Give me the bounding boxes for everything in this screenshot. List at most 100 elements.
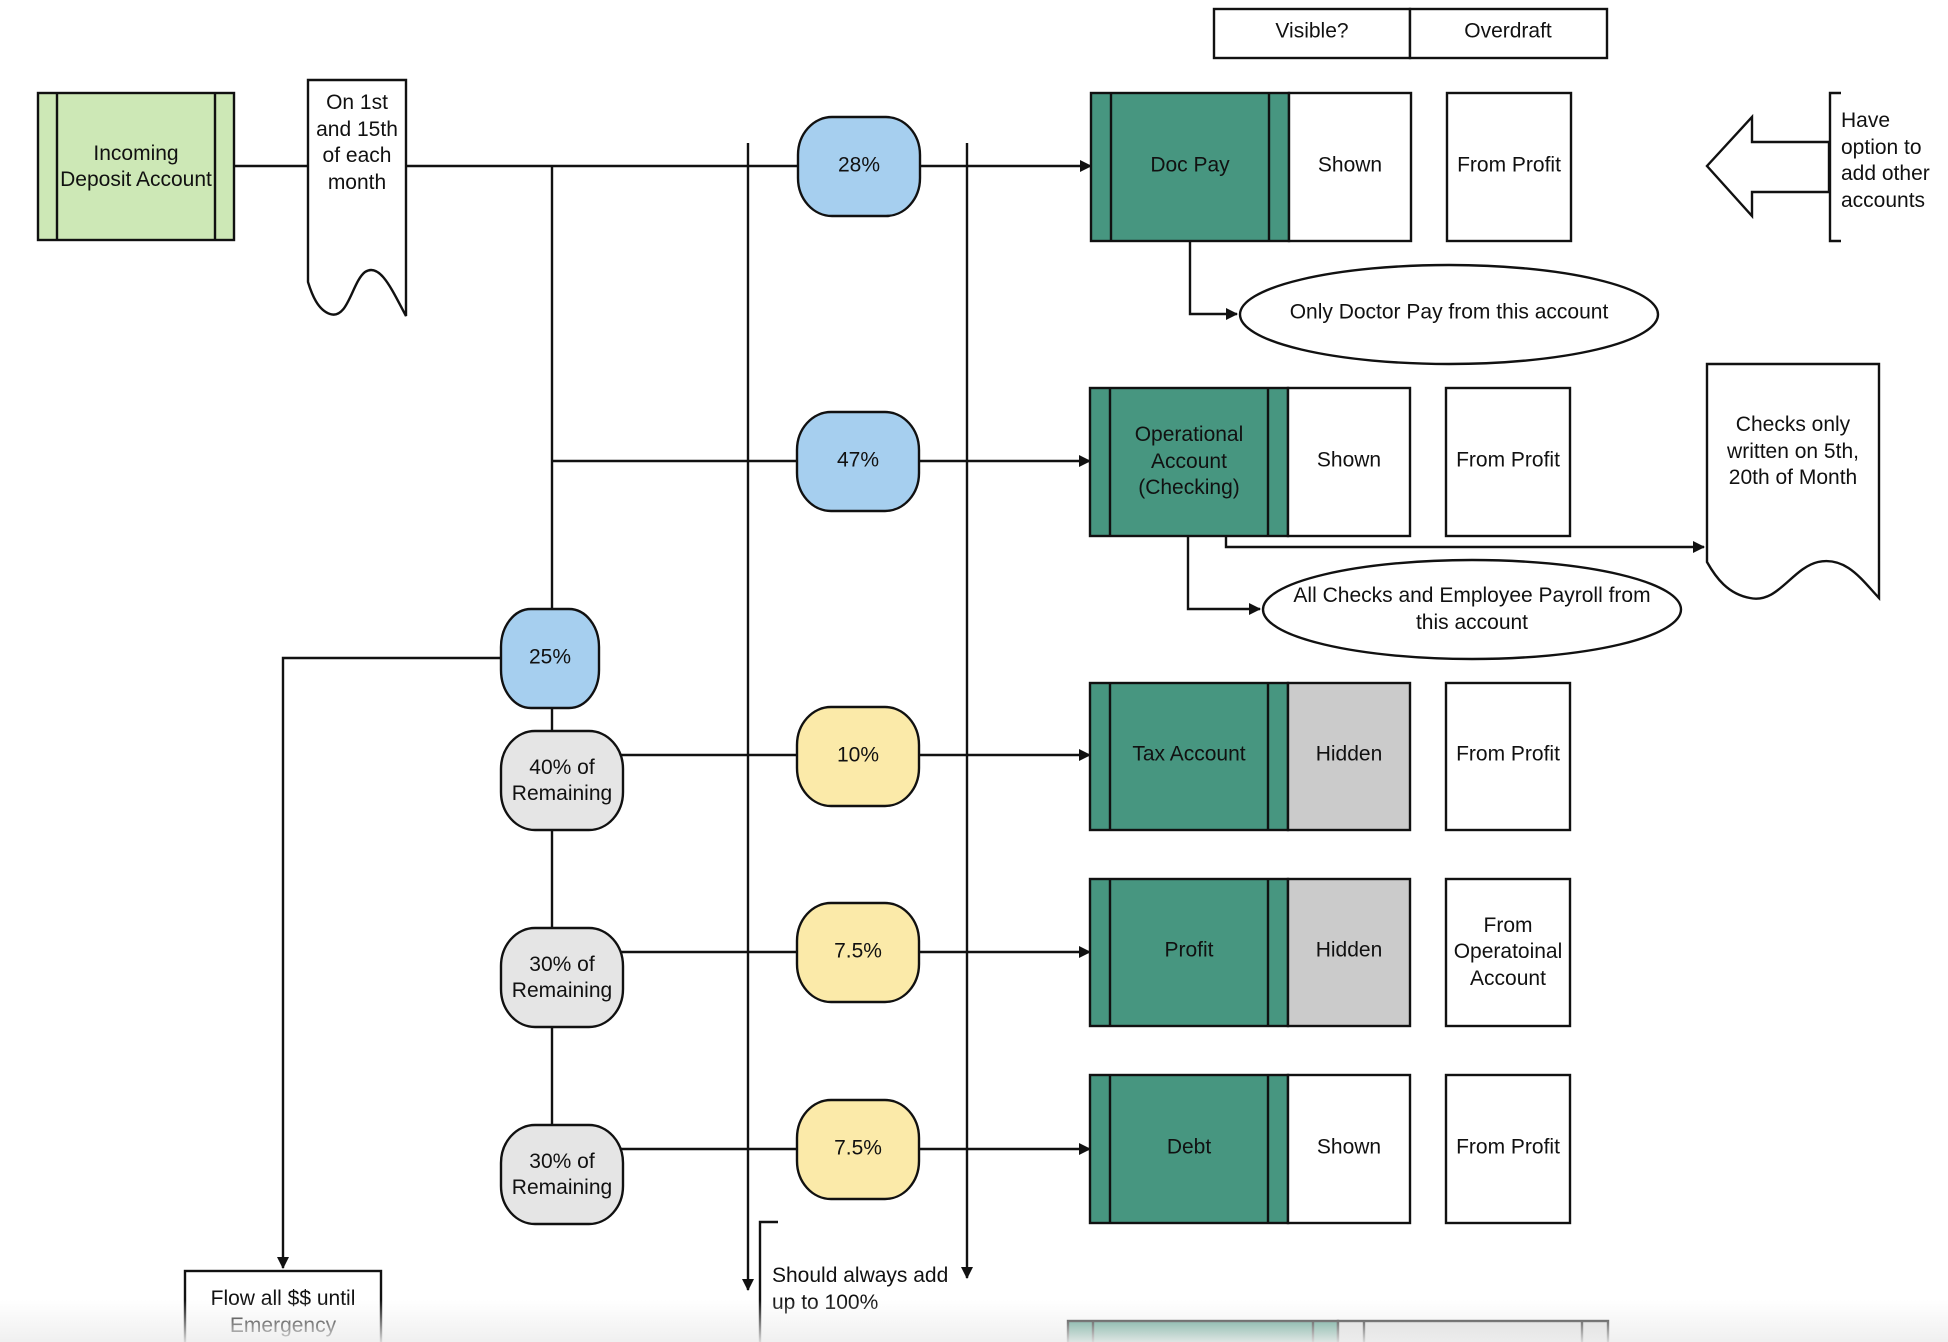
account-debt-overdraft-cell xyxy=(1444,1073,1572,1225)
sum-rule-note: Should always add up to 100% xyxy=(758,1220,949,1342)
account-operational-name-wrap: Operational Account (Checking) xyxy=(1134,423,1244,500)
remaining-tax xyxy=(499,729,625,832)
add-accounts-note-text: Have option to add other accounts xyxy=(1841,109,1930,212)
add-accounts-note-wrap: Have option to add other accounts xyxy=(1841,109,1930,212)
account-operational-overdraft: From Profit xyxy=(1456,449,1560,472)
split-operational-label: 47% xyxy=(837,449,879,472)
account-doc-pay-visibility-cell xyxy=(1287,91,1413,243)
account-debt-overdraft: From Profit xyxy=(1456,1136,1560,1159)
column-header: Visible? Overdraft xyxy=(1212,7,1609,60)
account-tax-box xyxy=(1088,681,1290,832)
remaining-profit xyxy=(499,926,625,1029)
flow-checks-note xyxy=(1224,536,1705,553)
annotation-bracket xyxy=(1828,91,1841,243)
account-profit-overdraft: From Operatoinal Account xyxy=(1453,913,1563,990)
split-profit xyxy=(795,901,921,1004)
account-operational-visibility: Shown xyxy=(1317,449,1381,472)
account-tax-visibility-cell xyxy=(1286,681,1412,832)
source-account: Incoming Deposit Account xyxy=(36,91,236,242)
source-account-label: Incoming Deposit Account xyxy=(60,141,212,191)
schedule-label-wrap: On 1st and 15th of each month xyxy=(316,91,398,194)
flow-doc-pay-note xyxy=(1188,241,1238,320)
remaining-tax-label: 40% of Remaining xyxy=(511,755,613,805)
account-partial-cell xyxy=(1336,1319,1610,1342)
account-doc-pay-name: Doc Pay xyxy=(1150,154,1230,177)
remaining-profit-wrap: 30% of Remaining xyxy=(511,952,613,1002)
account-operational-box xyxy=(1088,386,1290,538)
remaining-profit-label: 30% of Remaining xyxy=(511,952,613,1002)
account-debt-visibility: Shown xyxy=(1317,1136,1381,1159)
overdraft-header: Overdraft xyxy=(1464,20,1552,43)
account-tax-name: Tax Account xyxy=(1132,743,1245,766)
split-reserve-label: 25% xyxy=(529,646,571,669)
account-operational-visibility-cell xyxy=(1286,386,1412,538)
operational-note-text: All Checks and Employee Payroll from thi… xyxy=(1293,584,1651,634)
visible-header: Visible? xyxy=(1275,20,1348,43)
account-doc-pay-overdraft: From Profit xyxy=(1457,154,1561,177)
split-doc-pay xyxy=(796,115,922,218)
remaining-debt-label: 30% of Remaining xyxy=(511,1149,613,1199)
account-operational-name: Operational Account (Checking) xyxy=(1134,423,1244,500)
account-debt-name: Debt xyxy=(1167,1136,1212,1159)
split-doc-pay-label: 28% xyxy=(838,154,880,177)
account-profit-visibility-cell xyxy=(1286,877,1412,1028)
schedule-document: On 1st and 15th of each month xyxy=(306,78,408,317)
account-debt-box xyxy=(1088,1073,1290,1225)
account-doc-pay-visibility: Shown xyxy=(1318,154,1382,177)
operational-note-shape xyxy=(1261,558,1683,661)
account-profit: Profit Hidden From Operatoinal Account xyxy=(1088,877,1572,1028)
operational-note-wrap: All Checks and Employee Payroll from thi… xyxy=(1293,584,1651,634)
checks-schedule-shape xyxy=(1705,362,1881,602)
flow-operational-note xyxy=(1186,536,1261,615)
checks-schedule-text: Checks only written on 5th, 20th of Mont… xyxy=(1727,413,1859,489)
split-operational xyxy=(795,410,921,513)
account-tax-overdraft: From Profit xyxy=(1456,743,1560,766)
account-operational-overdraft-cell xyxy=(1444,386,1572,538)
split-tax xyxy=(795,705,921,808)
split-debt-label: 7.5% xyxy=(834,1137,882,1160)
account-profit-overdraft-cell xyxy=(1444,877,1572,1028)
account-profit-overdraft-wrap: From Operatoinal Account xyxy=(1453,913,1563,990)
remaining-debt-wrap: 30% of Remaining xyxy=(511,1149,613,1199)
source-account-box xyxy=(36,91,236,242)
operational-note: All Checks and Employee Payroll from thi… xyxy=(1261,558,1683,661)
split-nodes: 28% 47% 25% 10% 7.5% 7.5% xyxy=(499,115,922,1201)
add-accounts-annotation: Have option to add other accounts xyxy=(1705,91,1930,243)
emergency-wrap: Flow all $$ until Emergency xyxy=(210,1287,356,1337)
account-debt-visibility-cell xyxy=(1286,1073,1412,1225)
emergency-box: Flow all $$ until Emergency xyxy=(183,1269,383,1342)
schedule-label: On 1st and 15th of each month xyxy=(316,91,398,194)
flow-emergency xyxy=(277,656,504,1269)
left-arrow-icon xyxy=(1705,113,1831,220)
account-tax-overdraft-cell xyxy=(1444,681,1572,832)
account-doc-pay-box xyxy=(1089,91,1291,243)
doc-pay-note-text: Only Doctor Pay from this account xyxy=(1290,301,1609,324)
account-tax-visibility: Hidden xyxy=(1316,743,1383,766)
sum-rule-wrap: Should always add up to 100% xyxy=(772,1264,949,1314)
checks-schedule-note: Checks only written on 5th, 20th of Mont… xyxy=(1705,362,1881,602)
source-account-label-wrap: Incoming Deposit Account xyxy=(60,141,212,191)
split-profit-label: 7.5% xyxy=(834,940,882,963)
schedule-document-shape xyxy=(306,78,408,317)
account-partial-bottom xyxy=(1066,1319,1610,1342)
split-debt xyxy=(795,1098,921,1201)
remaining-nodes: 40% of Remaining 30% of Remaining 30% of… xyxy=(499,729,625,1226)
account-profit-box xyxy=(1088,877,1290,1028)
account-doc-pay: Doc Pay Shown From Profit xyxy=(1089,91,1573,243)
account-debt: Debt Shown From Profit xyxy=(1088,1073,1572,1225)
doc-pay-note: Only Doctor Pay from this account xyxy=(1238,263,1660,366)
overdraft-header-cell xyxy=(1408,7,1609,60)
account-profit-visibility: Hidden xyxy=(1316,939,1383,962)
split-reserve xyxy=(499,607,601,710)
doc-pay-note-shape xyxy=(1238,263,1660,366)
remaining-tax-wrap: 40% of Remaining xyxy=(511,755,613,805)
emergency-text: Flow all $$ until Emergency xyxy=(210,1287,356,1337)
account-tax: Tax Account Hidden From Profit xyxy=(1088,681,1572,832)
remaining-debt xyxy=(499,1123,625,1226)
split-tax-label: 10% xyxy=(837,744,879,767)
sum-rule-text: Should always add up to 100% xyxy=(772,1264,949,1314)
checks-schedule-wrap: Checks only written on 5th, 20th of Mont… xyxy=(1727,413,1859,489)
account-operational: Operational Account (Checking) Shown Fro… xyxy=(1088,386,1572,538)
account-doc-pay-overdraft-cell xyxy=(1445,91,1573,243)
